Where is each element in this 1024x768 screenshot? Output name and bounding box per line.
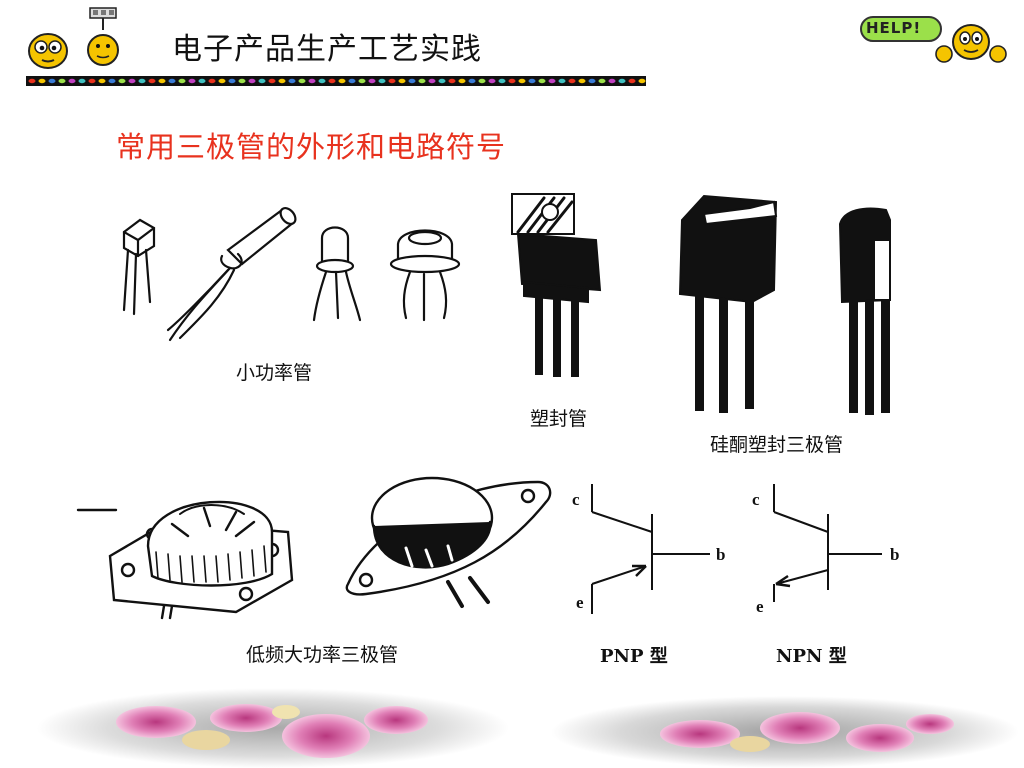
flower-icon xyxy=(37,688,509,768)
plastic-transistor-illustration xyxy=(511,193,602,377)
caption-low-freq-high-power: 低频大功率三极管 xyxy=(246,644,399,666)
npn-base-label: b xyxy=(890,545,900,564)
help-button[interactable]: HELP! xyxy=(860,14,1010,64)
pnp-symbol xyxy=(591,484,710,614)
smiley-icon xyxy=(28,33,68,69)
npn-symbol xyxy=(773,484,882,602)
pnp-base-label: b xyxy=(716,545,726,564)
high-power-transistors-illustration xyxy=(76,476,552,620)
slide-heading: 常用三极管的外形和电路符号 xyxy=(116,130,507,164)
help-label: HELP! xyxy=(866,19,922,37)
help-smiley-icon xyxy=(935,24,1007,63)
silicon-plastic-transistor-illustration xyxy=(678,194,891,415)
header-rule xyxy=(26,76,646,86)
npn-emitter-label: e xyxy=(756,597,764,616)
header-title: 电子产品生产工艺实践 xyxy=(172,32,482,67)
flower-icon xyxy=(551,696,1019,768)
caption-silicon-plastic: 硅酮塑封三极管 xyxy=(710,434,844,456)
caption-pnp: PNP 型 xyxy=(600,646,668,667)
caption-npn: NPN 型 xyxy=(776,646,847,667)
pnp-collector-label: c xyxy=(572,490,580,509)
bomb-icon xyxy=(87,7,119,66)
pnp-emitter-label: e xyxy=(576,593,584,612)
npn-collector-label: c xyxy=(752,490,760,509)
caption-small-power: 小功率管 xyxy=(236,362,313,384)
small-power-transistors-illustration xyxy=(122,207,461,342)
help-badge xyxy=(860,16,942,42)
caption-plastic: 塑封管 xyxy=(530,408,588,430)
